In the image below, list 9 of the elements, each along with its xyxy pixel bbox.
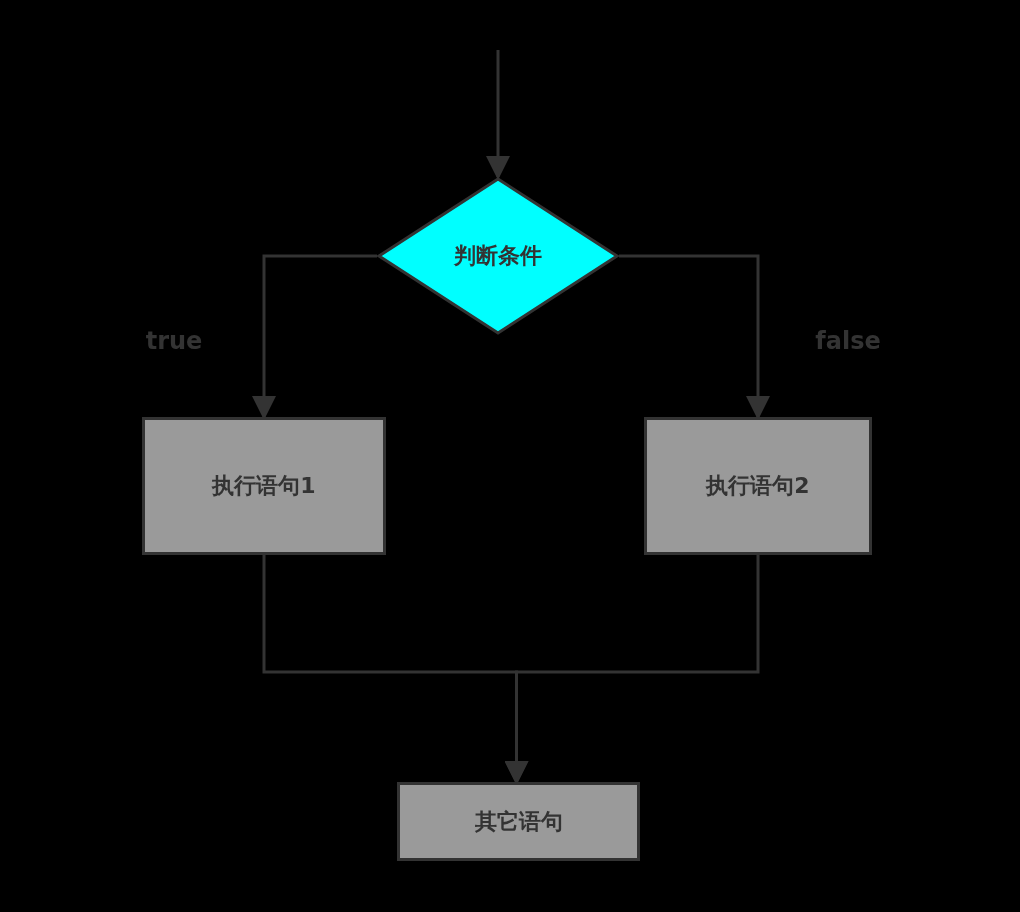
- process-box: [397, 782, 640, 861]
- decision-diamond: [377, 177, 619, 335]
- node-label: 执行语句2: [706, 472, 810, 500]
- node-label: 判断条件: [454, 242, 542, 270]
- arrow: [486, 50, 510, 180]
- node-label: 执行语句1: [212, 472, 316, 500]
- process-box: [644, 417, 872, 555]
- node-label: 其它语句: [474, 807, 563, 836]
- process-box: [142, 417, 386, 555]
